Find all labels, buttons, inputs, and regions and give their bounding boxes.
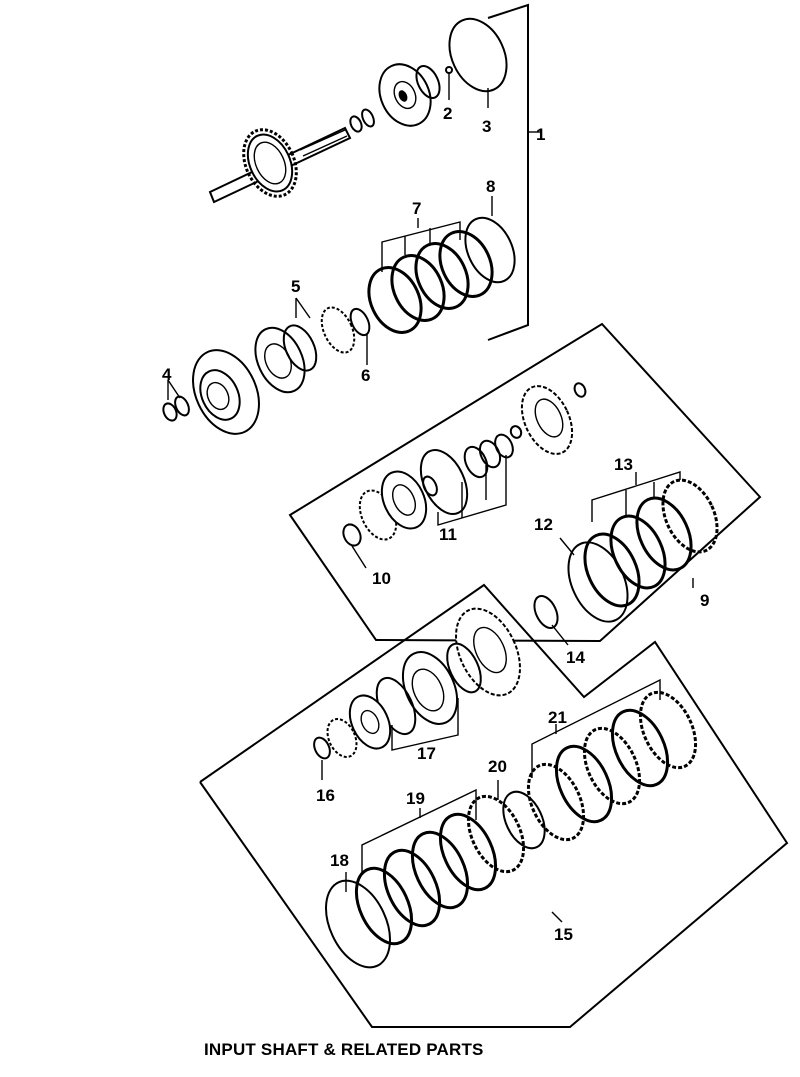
group-15-box [199, 583, 789, 1028]
part-2-pin [445, 66, 453, 74]
callout-2: 2 [443, 104, 452, 123]
clutch-plates-7 [367, 218, 494, 334]
callout-7: 7 [412, 199, 421, 218]
callout-3: 3 [482, 117, 491, 136]
callout-6: 6 [361, 366, 370, 385]
callout-16: 16 [316, 786, 335, 805]
callout-21: 21 [548, 708, 567, 727]
pump-cover [378, 63, 441, 127]
callout-17: 17 [417, 744, 436, 763]
snap-ring-8 [464, 196, 516, 284]
callout-1: 1 [536, 125, 545, 144]
gear-assembly-11 [342, 382, 587, 569]
callout-14: 14 [566, 648, 585, 667]
input-shaft [208, 108, 375, 204]
diagram-caption: INPUT SHAFT & RELATED PARTS [204, 1040, 484, 1059]
callout-18: 18 [330, 851, 349, 870]
callout-13: 13 [614, 455, 633, 474]
callout-9: 9 [700, 591, 709, 610]
callout-15: 15 [554, 925, 573, 944]
ring-14 [533, 595, 569, 646]
callout-20: 20 [488, 757, 507, 776]
callout-11: 11 [439, 525, 457, 544]
gear-assembly-17 [313, 607, 521, 780]
callout-19: 19 [406, 789, 425, 808]
clutch-drum [162, 297, 371, 435]
clutch-pack-19-21 [325, 678, 698, 969]
callout-10: 10 [372, 569, 391, 588]
callout-8: 8 [486, 177, 495, 196]
callout-5: 5 [291, 277, 300, 296]
callout-4: 4 [162, 365, 172, 384]
clutch-pack-13 [559, 471, 719, 623]
snap-ring-3 [448, 17, 508, 108]
callout-12: 12 [534, 515, 553, 534]
group-1-bracket [487, 3, 540, 341]
